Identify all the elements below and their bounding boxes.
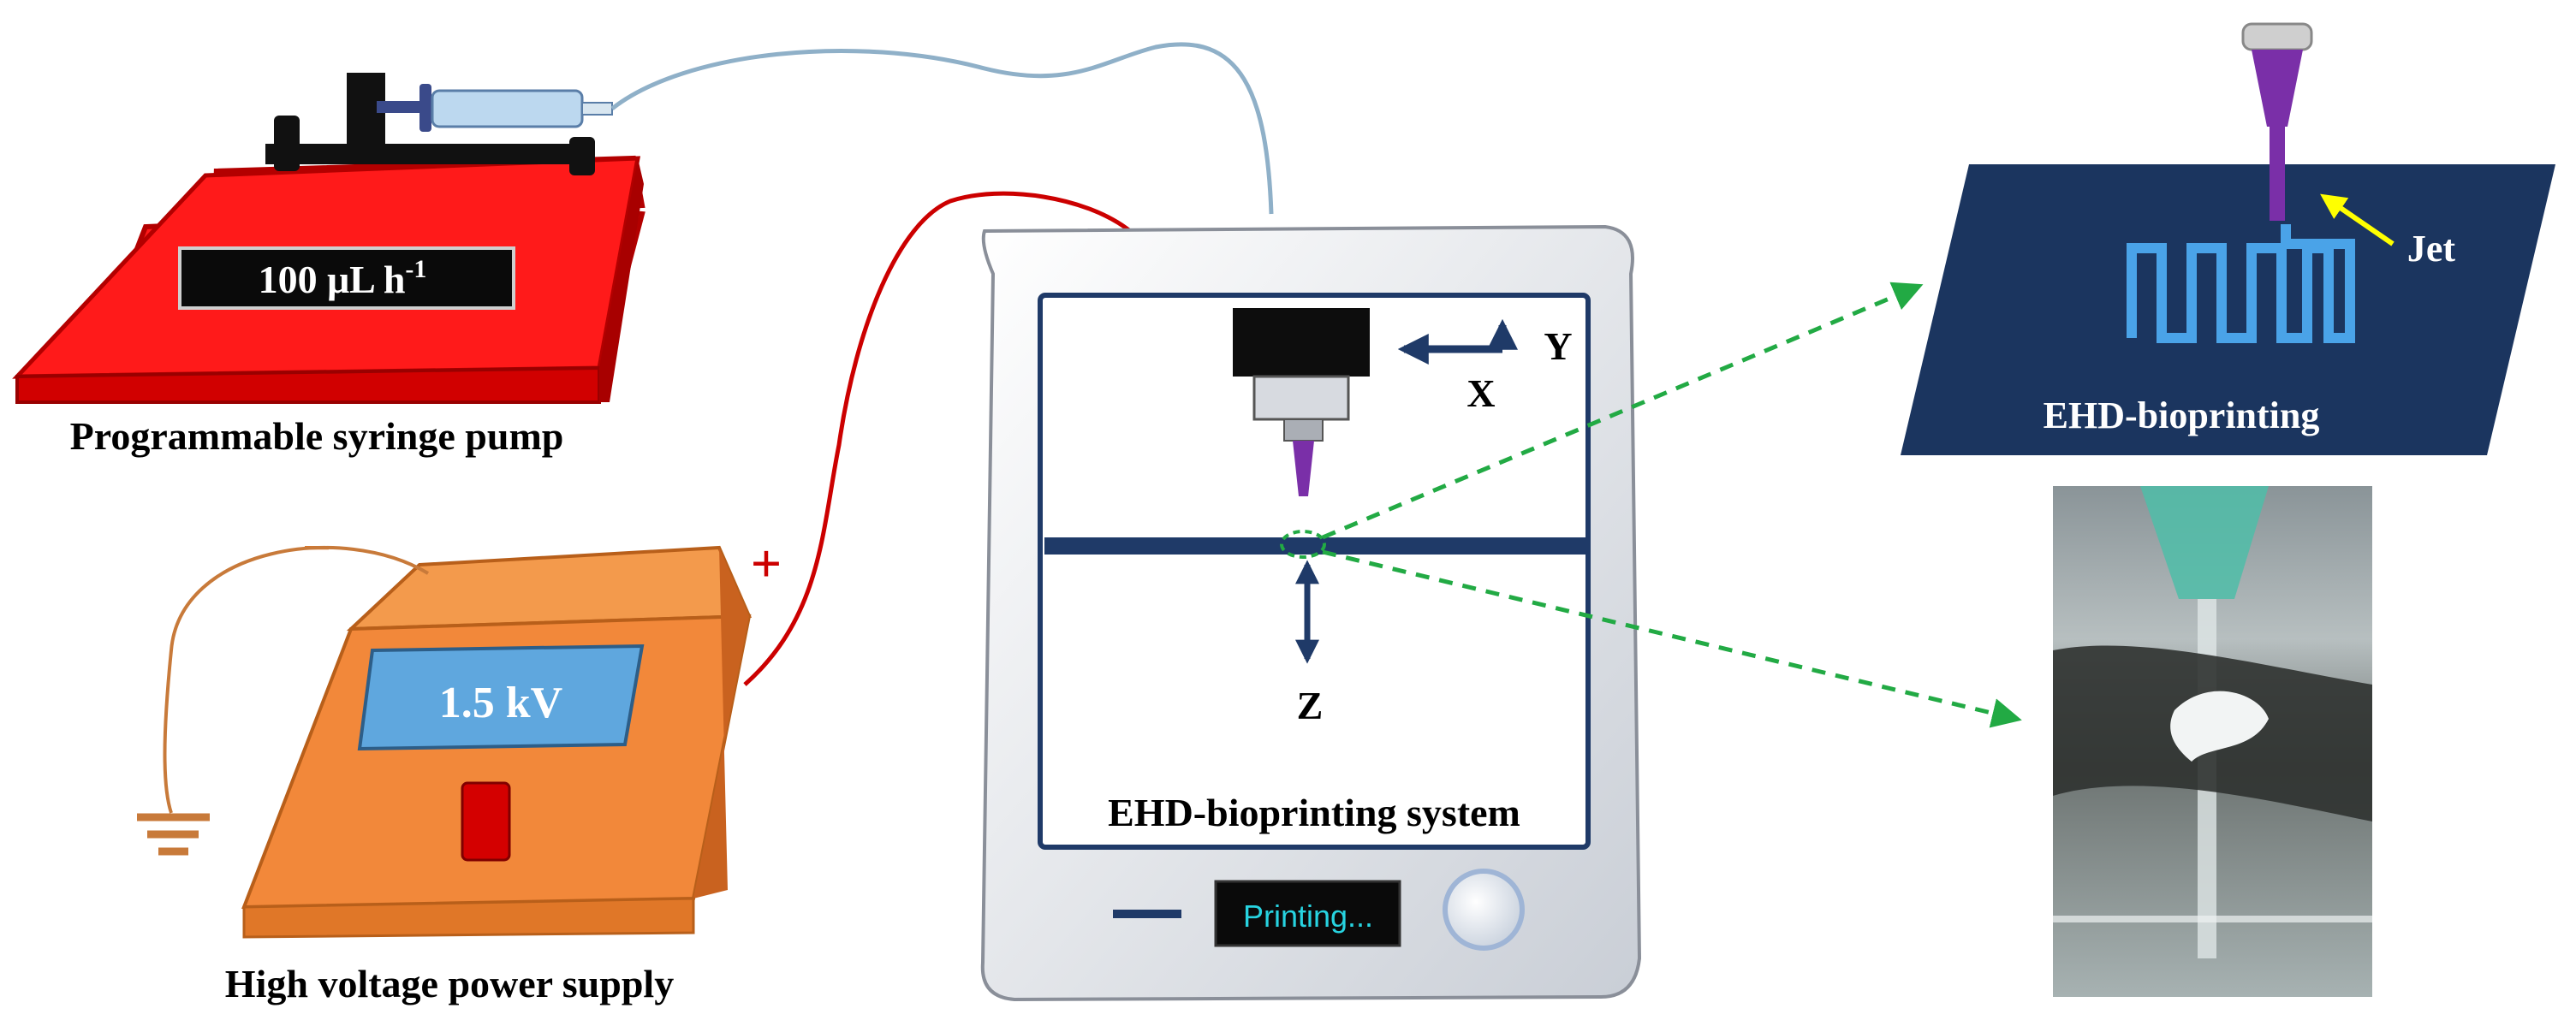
printer-status-text: Printing... bbox=[1243, 899, 1373, 934]
printed-serpentine-pattern bbox=[2127, 224, 2355, 343]
photo-nozzle-cone bbox=[2140, 486, 2269, 599]
inset-label: EHD-bioprinting bbox=[2044, 394, 2320, 436]
syringe-flange bbox=[419, 84, 431, 132]
zoom-arrow-to-inset bbox=[1322, 282, 1924, 540]
printer-status-display bbox=[1214, 880, 1401, 947]
pump-clamp-right bbox=[569, 137, 595, 175]
pump-display-rate: 100 μL h-1 bbox=[259, 255, 427, 301]
pump-rail bbox=[265, 144, 591, 164]
print-head-mount bbox=[1252, 375, 1350, 421]
ground-icon bbox=[137, 813, 210, 856]
print-head-collar bbox=[1283, 418, 1324, 442]
photo-substrate-edge bbox=[2053, 916, 2372, 922]
axis-x-label: X bbox=[1466, 371, 1495, 415]
syringe-plunger-rod bbox=[377, 101, 428, 113]
syringe-tip bbox=[581, 102, 613, 116]
power-supply-label: High voltage power supply bbox=[225, 962, 674, 1005]
pump-display bbox=[178, 246, 515, 310]
build-plate bbox=[1044, 537, 1585, 555]
axis-z-label: Z bbox=[1297, 684, 1324, 727]
positive-terminal-symbol: + bbox=[751, 533, 782, 594]
pump-clamp-left bbox=[274, 116, 300, 171]
inset-substrate bbox=[1901, 164, 2555, 455]
pump-side-face bbox=[599, 158, 644, 402]
inset-nozzle-needle bbox=[2270, 127, 2285, 221]
power-supply-display bbox=[357, 644, 645, 751]
power-supply-base bbox=[242, 897, 695, 939]
fluid-tube bbox=[610, 42, 1274, 215]
power-supply-side bbox=[693, 548, 749, 899]
inset-nozzle-cap bbox=[2241, 22, 2313, 51]
printer: Y X Z EHD-bioprinting system Printing... bbox=[980, 224, 1642, 1002]
pump-label: Programmable syringe pump bbox=[70, 414, 564, 458]
syringe-pump: 100 μL h-1 Programmable syringe pump bbox=[12, 73, 645, 458]
print-head-block bbox=[1233, 308, 1370, 377]
syringe-barrel bbox=[431, 89, 584, 128]
power-switch bbox=[461, 781, 511, 862]
axis-y-label: Y bbox=[1544, 324, 1572, 368]
jet-label: Jet bbox=[2407, 228, 2456, 270]
printer-system-label: EHD-bioprinting system bbox=[1108, 791, 1520, 834]
photo-bioink-deposit bbox=[2170, 691, 2269, 762]
zoom-region-marker bbox=[1280, 530, 1326, 559]
printing-photo bbox=[2053, 486, 2372, 997]
power-supply-voltage: 1.5 kV bbox=[439, 679, 562, 727]
jet-arrow bbox=[2320, 193, 2395, 246]
ground-wire bbox=[163, 546, 430, 814]
printer-nozzle bbox=[1293, 441, 1314, 496]
inset-nozzle-body bbox=[2252, 50, 2303, 127]
printer-knob bbox=[1443, 869, 1525, 951]
power-supply: 1.5 kV + − High voltage power supply bbox=[225, 519, 782, 1005]
ehd-bioprinting-inset: Jet EHD-bioprinting bbox=[1901, 22, 2555, 455]
printer-minus-bar bbox=[1113, 910, 1181, 918]
